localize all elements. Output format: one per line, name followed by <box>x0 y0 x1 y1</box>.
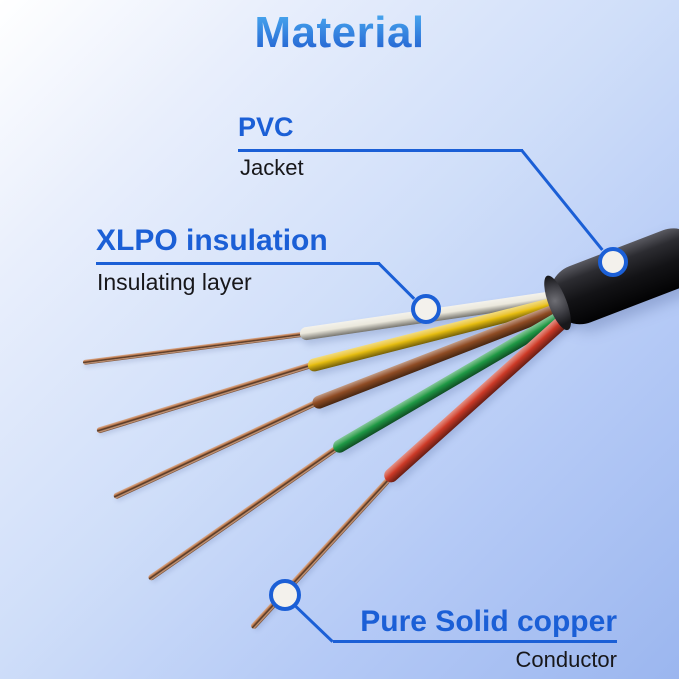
copper-callout-elbow <box>295 605 334 643</box>
copper-sublabel: Conductor <box>515 647 617 672</box>
copper-callout-marker <box>269 579 301 611</box>
pvc-callout-marker <box>598 247 628 277</box>
xlpo-callout-elbow <box>378 262 416 300</box>
xlpo-label: XLPO insulation <box>96 224 328 257</box>
copper-callout-line <box>333 640 617 643</box>
material-title: Material <box>0 8 679 58</box>
copper-label: Pure Solid copper <box>360 605 617 638</box>
xlpo-callout-line <box>96 262 380 265</box>
xlpo-sublabel: Insulating layer <box>97 269 252 295</box>
xlpo-callout-marker <box>411 294 441 324</box>
pvc-callout-elbow <box>521 149 604 251</box>
white-wire-conductor <box>82 331 304 365</box>
pvc-label: PVC <box>238 112 294 142</box>
yellow-wire-conductor <box>96 362 312 434</box>
pvc-callout-line <box>238 149 523 152</box>
pvc-sublabel: Jacket <box>240 155 304 180</box>
